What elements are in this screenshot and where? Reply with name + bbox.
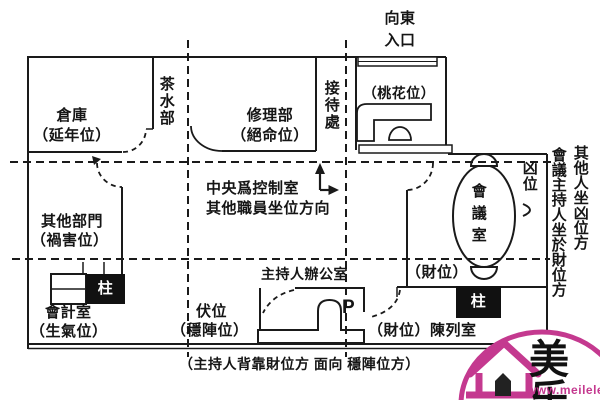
room-label-other-dept: 其他部門: [41, 213, 104, 230]
host-chair-icon: [317, 298, 342, 331]
door-arc-otherdept: [96, 162, 123, 188]
chair-right-icon: [522, 203, 531, 217]
pillar-right-label: 柱: [470, 293, 487, 310]
right-note-inner: 會議主持人坐於財位方: [549, 147, 567, 297]
door-arc-repair: [190, 125, 223, 152]
host-chair-mark: P: [342, 297, 355, 318]
label-wealth-upper: （財位）: [406, 264, 469, 281]
logo-graphic: [458, 329, 600, 400]
sink-icon: [388, 126, 412, 141]
room-label-accounting: 會計室: [45, 304, 92, 321]
host-desk-icon: [257, 329, 365, 344]
chair-bottom-icon: [469, 266, 499, 280]
pillar-right-icon: [456, 286, 501, 318]
logo-brand-text: 美乐乐: [529, 338, 569, 400]
logo-house-roof-icon: [466, 339, 542, 378]
room-position-repair: （絕命位）: [231, 127, 309, 144]
pillar-left-icon: [86, 274, 125, 304]
entrance-label-line2: 入口: [384, 32, 416, 49]
logo-house-walls-icon: [475, 373, 533, 392]
door-arc-office-right: [370, 289, 401, 318]
washroom-bottom-wall: [358, 144, 453, 154]
sector-lines: [10, 40, 552, 357]
label-evil-position: 凶位: [520, 160, 538, 192]
room-label-conference: 會議室: [469, 183, 487, 249]
logo-house-door-icon: [495, 373, 511, 396]
position-stable-spot: （穩陣位）: [171, 322, 249, 339]
door-arc-office-left: [262, 289, 295, 314]
bottom-caption: （主持人背靠財位方 面向 穩陣位方）: [179, 356, 420, 372]
room-label-repair: 修理部: [246, 107, 294, 124]
seat-direction-arrows: [315, 163, 339, 195]
logo-url-text: www.meilele.c: [527, 383, 600, 397]
label-stable-spot: 伏位: [196, 303, 228, 320]
room-position-other-dept: （禍害位）: [31, 232, 109, 249]
arrow-up-icon: [315, 163, 325, 174]
door-arc-conference: [406, 162, 434, 191]
chair-top-icon: [469, 153, 499, 167]
room-position-accounting: （生氣位）: [30, 323, 108, 340]
pillar-left-label: 柱: [97, 280, 114, 297]
entrance-label-line1: 向東: [384, 10, 416, 27]
room-label-tea-station: 茶水部: [157, 76, 175, 127]
room-position-warehouse: （延年位）: [33, 127, 111, 144]
toilet-counter-icon: [356, 103, 432, 142]
right-note-outer: 其他人坐凶位方: [571, 145, 589, 250]
door-arc-warehouse: [122, 128, 147, 153]
arrow-right-icon: [328, 185, 339, 195]
fixtures: [50, 56, 531, 344]
center-note-line2: 其他職員坐位方向: [206, 200, 331, 217]
room-label-reception: 接待處: [322, 80, 340, 131]
room-label-display: （財位）陳列室: [368, 322, 477, 339]
door-arcs: [96, 125, 434, 318]
room-label-warehouse: 倉庫: [56, 107, 88, 124]
room-position-washroom: （桃花位）: [362, 85, 436, 101]
center-note-line1: 中央爲控制室: [206, 180, 300, 197]
room-label-host-office: 主持人辦公室: [261, 266, 348, 282]
